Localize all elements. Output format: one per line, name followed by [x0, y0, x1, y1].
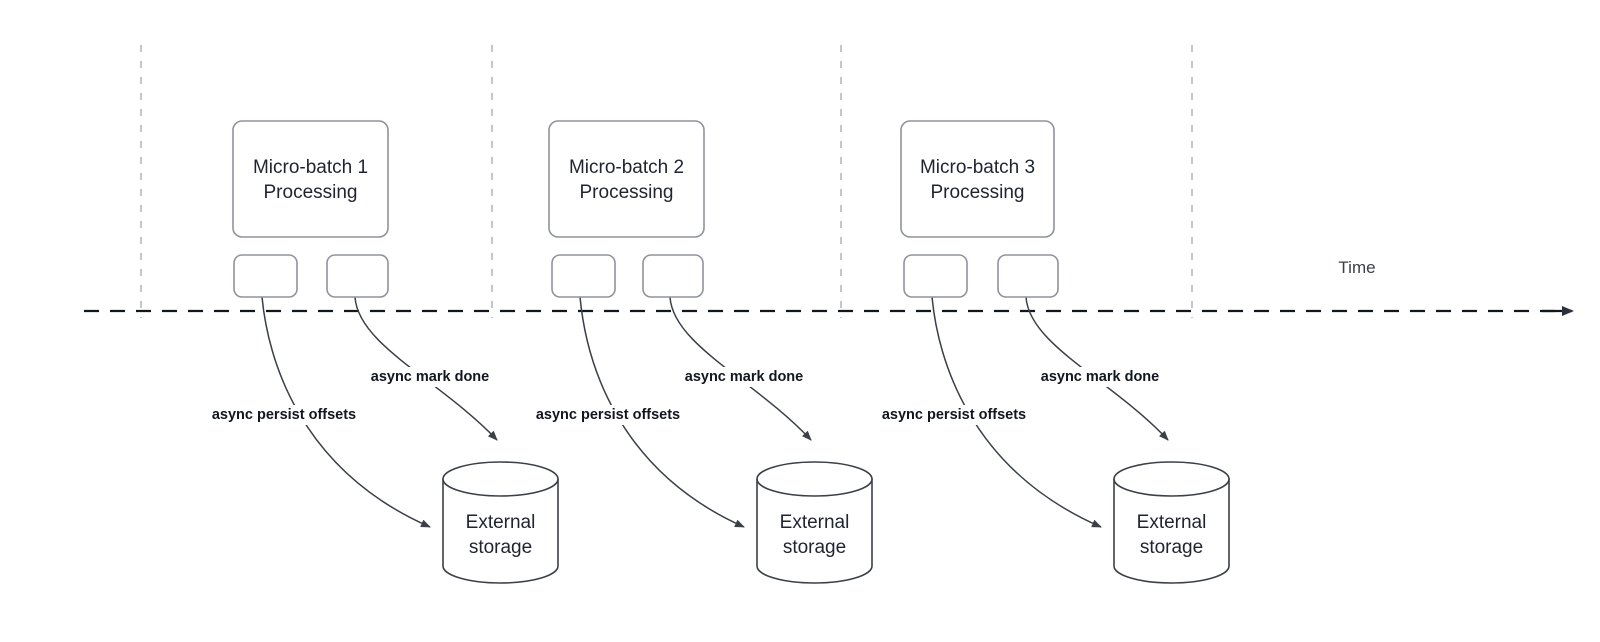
micro-batch-2-task-box-1[interactable] — [551, 254, 616, 298]
micro-batch-2-storage-label-line1: External — [780, 512, 850, 533]
micro-batch-2-storage-label-line2: storage — [783, 537, 846, 558]
micro-batch-3-edge-async-mark-done — [1025, 296, 1169, 441]
micro-batch-1-label-line1: Micro-batch 1 — [253, 157, 368, 178]
micro-batch-3-async-persist-offsets-label: async persist offsets — [882, 407, 1026, 423]
micro-batch-1-task-box-2[interactable] — [326, 254, 389, 298]
micro-batch-3-storage-label-line1: External — [1137, 512, 1207, 533]
micro-batch-1-task-box-1[interactable] — [233, 254, 298, 298]
micro-batch-2-async-mark-done-label: async mark done — [685, 369, 803, 385]
micro-batch-1-label-line2: Processing — [264, 182, 358, 203]
micro-batch-3-storage-cylinder-top — [1113, 461, 1230, 497]
micro-batch-3-label-line1: Micro-batch 3 — [920, 157, 1035, 178]
micro-batch-3-task-box-1[interactable] — [903, 254, 968, 298]
micro-batch-3-label-line2: Processing — [931, 182, 1025, 203]
micro-batch-3-async-persist-offsets-label-backdrop — [868, 405, 1040, 425]
micro-batch-2-async-persist-offsets-label: async persist offsets — [536, 407, 680, 423]
micro-batch-2-edge-async-mark-done — [669, 296, 812, 441]
micro-batch-2-storage-cylinder-top — [756, 461, 873, 497]
micro-batch-3-async-mark-done-label: async mark done — [1041, 369, 1159, 385]
micro-batch-1-storage-label-line2: storage — [469, 537, 532, 558]
micro-batch-1-async-mark-done-label-backdrop — [367, 367, 493, 387]
boundary-guides-layer — [140, 45, 1193, 318]
micro-batch-1-storage-cylinder-top — [442, 461, 559, 497]
micro-batch-2-label-line2: Processing — [580, 182, 674, 203]
micro-batch-1-edge-async-mark-done — [354, 296, 498, 441]
micro-batch-2-async-persist-offsets-label-backdrop — [522, 405, 694, 425]
micro-batch-2-async-mark-done-label-backdrop — [681, 367, 807, 387]
time-axis-label: Time — [1338, 258, 1375, 277]
micro-batch-1-box[interactable] — [232, 120, 389, 238]
micro-batch-1-async-mark-done-label: async mark done — [371, 369, 489, 385]
micro-batch-3-box[interactable] — [900, 120, 1055, 238]
micro-batch-3-storage-label-line2: storage — [1140, 537, 1203, 558]
micro-batch-1-async-persist-offsets-label-backdrop — [198, 405, 370, 425]
micro-batch-2-storage-cylinder-body[interactable] — [756, 478, 873, 584]
micro-batch-3-async-mark-done-label-backdrop — [1037, 367, 1163, 387]
micro-batch-3-storage-cylinder-body[interactable] — [1113, 478, 1230, 584]
micro-batch-1-async-persist-offsets-label: async persist offsets — [212, 407, 356, 423]
micro-batch-1-storage-label-line1: External — [466, 512, 536, 533]
micro-batch-2-box[interactable] — [548, 120, 705, 238]
micro-batch-1-storage-cylinder-body[interactable] — [442, 478, 559, 584]
micro-batch-2-task-box-2[interactable] — [642, 254, 704, 298]
edge-labels-layer: async persist offsets async mark done asyn… — [198, 367, 1163, 425]
axis-label-layer: Time — [1338, 258, 1375, 277]
micro-batch-3-task-box-2[interactable] — [997, 254, 1059, 298]
micro-batch-2-label-line1: Micro-batch 2 — [569, 157, 684, 178]
